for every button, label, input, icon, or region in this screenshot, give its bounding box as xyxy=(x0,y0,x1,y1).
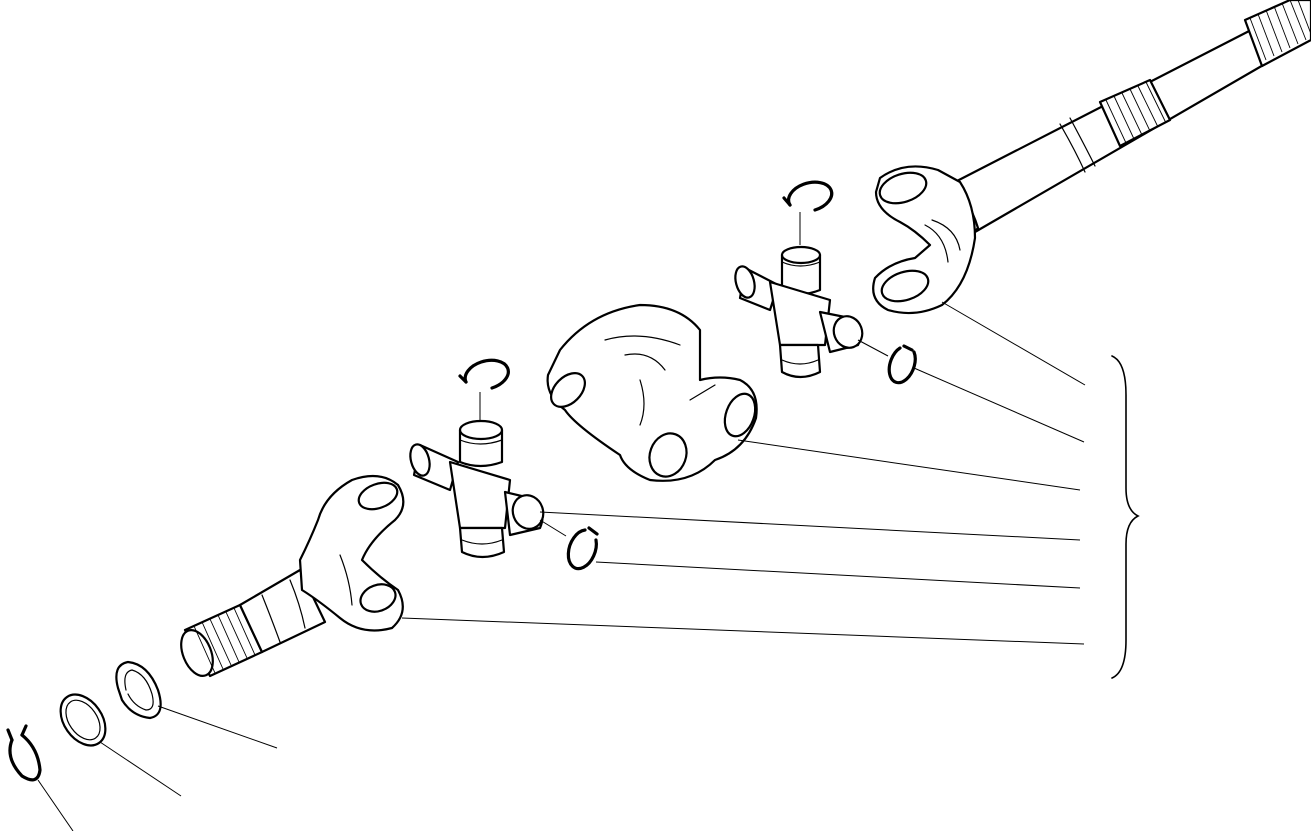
snap-ring-side-left xyxy=(539,519,1081,589)
retaining-ring xyxy=(6,724,74,831)
snap-ring-upper-left xyxy=(458,358,510,420)
assembly-brace xyxy=(1111,355,1140,679)
axle-shaft-outer xyxy=(938,0,1311,238)
center-double-yoke xyxy=(546,303,1081,491)
leader-lines xyxy=(913,301,1086,443)
seal-ring xyxy=(59,693,182,797)
thrust-washer xyxy=(115,660,278,749)
snap-ring-side-right xyxy=(857,339,917,385)
snap-ring-upper-right xyxy=(782,180,834,245)
spider-cross-right xyxy=(734,245,864,379)
yoke-outer xyxy=(872,165,977,315)
spider-cross-left xyxy=(409,419,1081,559)
yoke-inner-shaft xyxy=(180,474,1085,678)
